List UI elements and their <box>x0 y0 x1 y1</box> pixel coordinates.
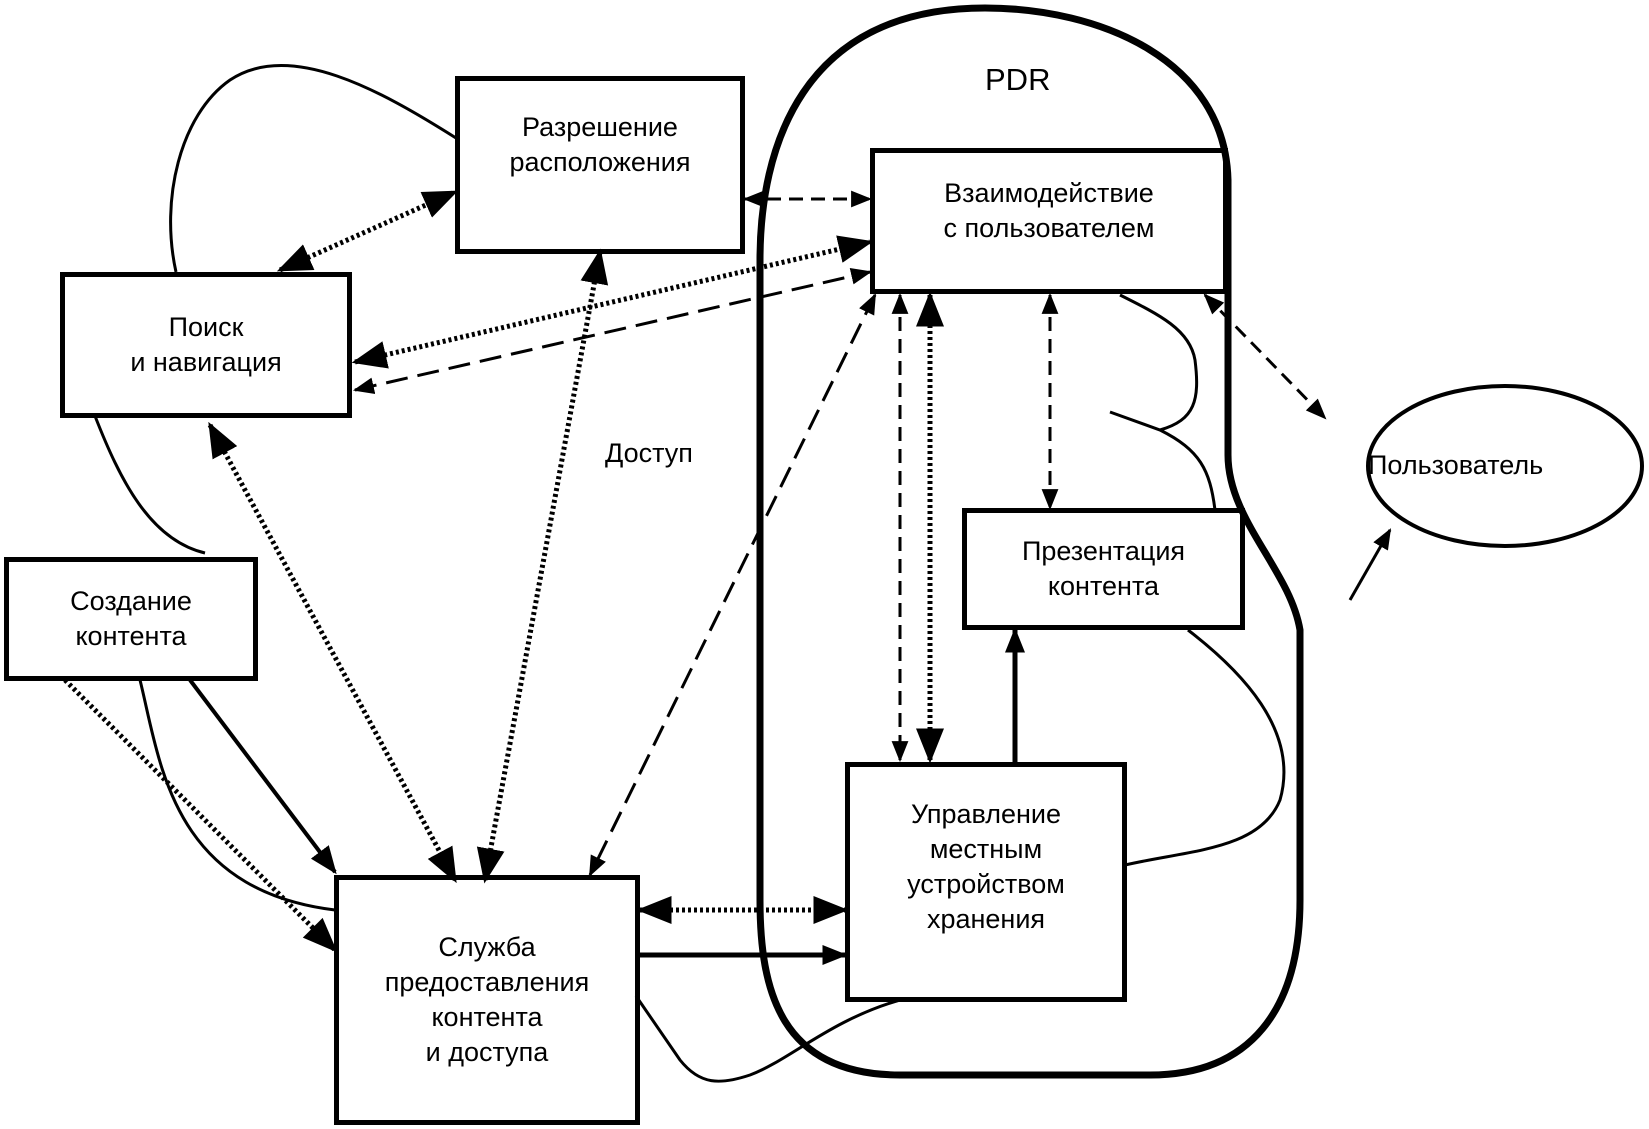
curve-delivery-storage <box>634 995 901 1083</box>
arrow-creation-delivery <box>188 678 337 875</box>
user-node[interactable] <box>1366 384 1644 548</box>
access-label: Доступ <box>605 438 693 468</box>
curve-location-search <box>169 64 457 273</box>
user-label: Пользователь <box>1368 450 1544 480</box>
dotted-search-ui <box>351 235 874 369</box>
node-user-interaction[interactable]: Взаимодействие с пользователем <box>870 148 1228 294</box>
curve-presentation-storage <box>1124 628 1286 867</box>
node-label: Служба предоставления контента и доступа <box>384 932 590 1067</box>
node-label: Разрешение расположения <box>509 112 691 177</box>
dotted-search-location <box>276 189 459 273</box>
node-label: Взаимодействие с пользователем <box>943 178 1155 243</box>
node-delivery-access[interactable]: Служба предоставления контента и доступа <box>334 875 640 1125</box>
node-content-presentation[interactable]: Презентация контента <box>962 508 1245 630</box>
curve-ui-presentation <box>1109 293 1217 511</box>
curve-creation-delivery <box>138 679 336 912</box>
dotted-location-delivery <box>476 248 609 884</box>
node-label: Создание контента <box>70 586 192 651</box>
node-location-resolution[interactable]: Разрешение расположения <box>455 76 745 254</box>
node-label: Презентация контента <box>1021 536 1186 601</box>
node-content-creation[interactable]: Создание контента <box>4 557 258 681</box>
dashed-ui-delivery <box>588 293 877 877</box>
dashed-search-ui <box>352 268 873 394</box>
node-search-navigation[interactable]: Поиск и навигация <box>60 272 352 418</box>
node-label: Поиск и навигация <box>130 312 282 377</box>
curve-search-creation <box>93 415 206 555</box>
dotted-creation-delivery <box>63 678 338 953</box>
dashed-ui-user <box>1203 293 1327 420</box>
node-label: Управление местным устройством хранения <box>907 799 1065 934</box>
pdr-title: PDR <box>985 62 1051 97</box>
pdr-boundary <box>756 4 1304 1079</box>
dotted-search-delivery <box>207 421 458 884</box>
pdr-to-user-arrow <box>1348 528 1392 601</box>
node-local-storage[interactable]: Управление местным устройством хранения <box>845 762 1127 1002</box>
